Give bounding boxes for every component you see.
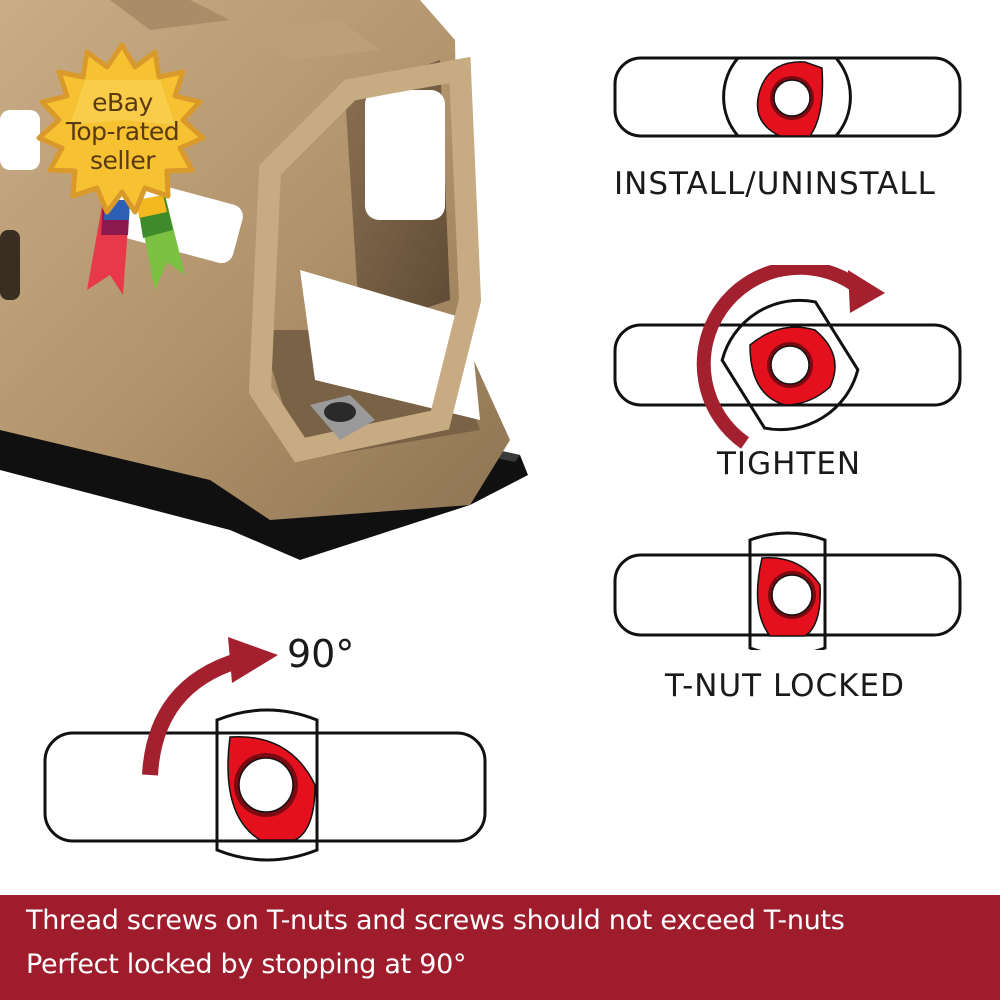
ebay-top-rated-badge: eBay Top-rated seller: [25, 40, 220, 300]
install-uninstall-diagram: [613, 56, 962, 138]
info-banner: Thread screws on T-nuts and screws shoul…: [0, 895, 1000, 1000]
banner-line-1: Thread screws on T-nuts and screws shoul…: [26, 905, 845, 936]
banner-line-2: Perfect locked by stopping at 90°: [26, 949, 467, 980]
rotate-arrow-icon: [142, 652, 243, 776]
rotate-arrow-icon: [696, 265, 859, 449]
t-nut-locked-diagram: [613, 531, 962, 650]
tighten-label: TIGHTEN: [717, 446, 862, 482]
award-ribbon-icon: [36, 42, 206, 295]
badge-line-3: seller: [90, 146, 155, 175]
badge-line-1: eBay: [92, 88, 153, 117]
tighten-diagram: [613, 265, 962, 449]
ninety-degree-label: 90°: [287, 632, 355, 676]
install-uninstall-label: INSTALL/UNINSTALL: [614, 166, 936, 202]
rotate-90-diagram: [43, 637, 487, 862]
badge-line-2: Top-rated: [65, 117, 180, 146]
badge-text: eBay Top-rated seller: [25, 88, 220, 175]
t-nut-locked-label: T-NUT LOCKED: [665, 668, 905, 704]
